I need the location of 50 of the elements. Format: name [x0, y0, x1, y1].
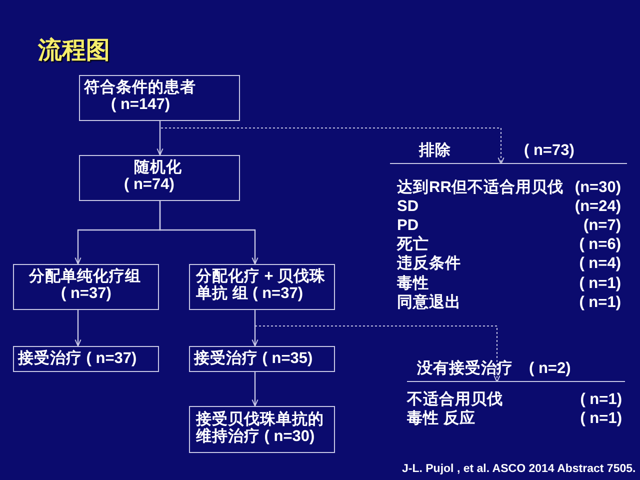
- reason-text: 毒性 反应: [407, 410, 476, 427]
- underlined-heading: [390, 140, 627, 164]
- process-box: [79, 155, 240, 201]
- step-label: 分配单纯化疗组: [29, 268, 141, 285]
- arrow: [252, 372, 258, 406]
- patient-count: ( n=1): [579, 294, 621, 311]
- step-label: 随机化: [134, 159, 182, 176]
- title: 流程图: [38, 37, 110, 65]
- arrow: [159, 201, 258, 264]
- process-box: [189, 264, 335, 310]
- reason-text: SD: [397, 198, 419, 215]
- patient-count: ( n=1): [580, 410, 622, 427]
- reason-text: 同意退出: [397, 294, 461, 311]
- patient-count: ( n=37): [61, 285, 112, 302]
- patient-count: ( n=147): [111, 96, 170, 113]
- patient-count: ( n=1): [580, 390, 622, 408]
- citation-text: J-L. Pujol , et al. ASCO 2014 Abstract 7505.: [402, 462, 636, 476]
- arrow: [156, 121, 164, 156]
- process-box: [79, 75, 240, 121]
- patient-count: ( n=6): [579, 236, 621, 254]
- step-label: 分配化疗 + 贝伐珠单抗 组 ( n=37): [196, 268, 327, 302]
- reason-text: 违反条件: [397, 255, 461, 272]
- patient-count: ( n=4): [579, 255, 621, 272]
- reason-text: 达到RR但不适合用贝伐: [397, 178, 564, 196]
- patient-count: (n=30): [574, 178, 621, 196]
- heading-text: 没有接受治疗: [417, 360, 513, 377]
- arrow: [74, 310, 82, 346]
- step-label: 接受贝伐珠单抗的维持治疗 ( n=30): [196, 411, 325, 445]
- reason-text: 死亡: [397, 236, 429, 254]
- reason-text: 毒性: [397, 274, 429, 292]
- process-box: [189, 406, 335, 453]
- heading-text: 排除: [419, 142, 451, 159]
- step-label: 接受治疗 ( n=35): [194, 350, 313, 367]
- patient-count: (n=24): [574, 198, 621, 215]
- dashed-arrow: [254, 310, 500, 382]
- step-label: 接受治疗 ( n=37): [18, 350, 137, 367]
- reason-text: PD: [397, 216, 419, 234]
- patient-count: ( n=2): [529, 360, 571, 377]
- patient-count: ( n=73): [524, 142, 574, 159]
- patient-count: (n=7): [584, 216, 621, 234]
- dashed-arrow: [160, 120, 504, 164]
- patient-count: ( n=1): [579, 274, 621, 292]
- patient-count: ( n=74): [124, 176, 174, 193]
- step-label: 符合条件的患者: [84, 79, 196, 96]
- reason-text: 不适合用贝伐: [407, 390, 503, 408]
- underlined-heading: [407, 358, 625, 382]
- process-box: [189, 346, 335, 372]
- arrow: [252, 310, 258, 346]
- process-box: [13, 346, 159, 372]
- process-box: [13, 264, 159, 310]
